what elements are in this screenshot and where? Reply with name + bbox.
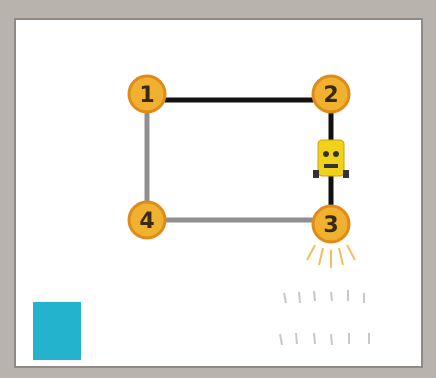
robot-icon	[313, 140, 349, 178]
faint-marks	[280, 290, 369, 345]
node-1-label: 1	[139, 83, 154, 108]
light-rays-icon	[307, 245, 355, 268]
node-2-label: 2	[323, 83, 338, 108]
node-3: 3	[313, 206, 349, 242]
node-3-label: 3	[323, 213, 338, 238]
node-2: 2	[313, 76, 349, 112]
blue-square-icon	[33, 302, 81, 360]
node-1: 1	[129, 76, 165, 112]
node-4: 4	[129, 202, 165, 238]
node-4-label: 4	[139, 209, 154, 234]
